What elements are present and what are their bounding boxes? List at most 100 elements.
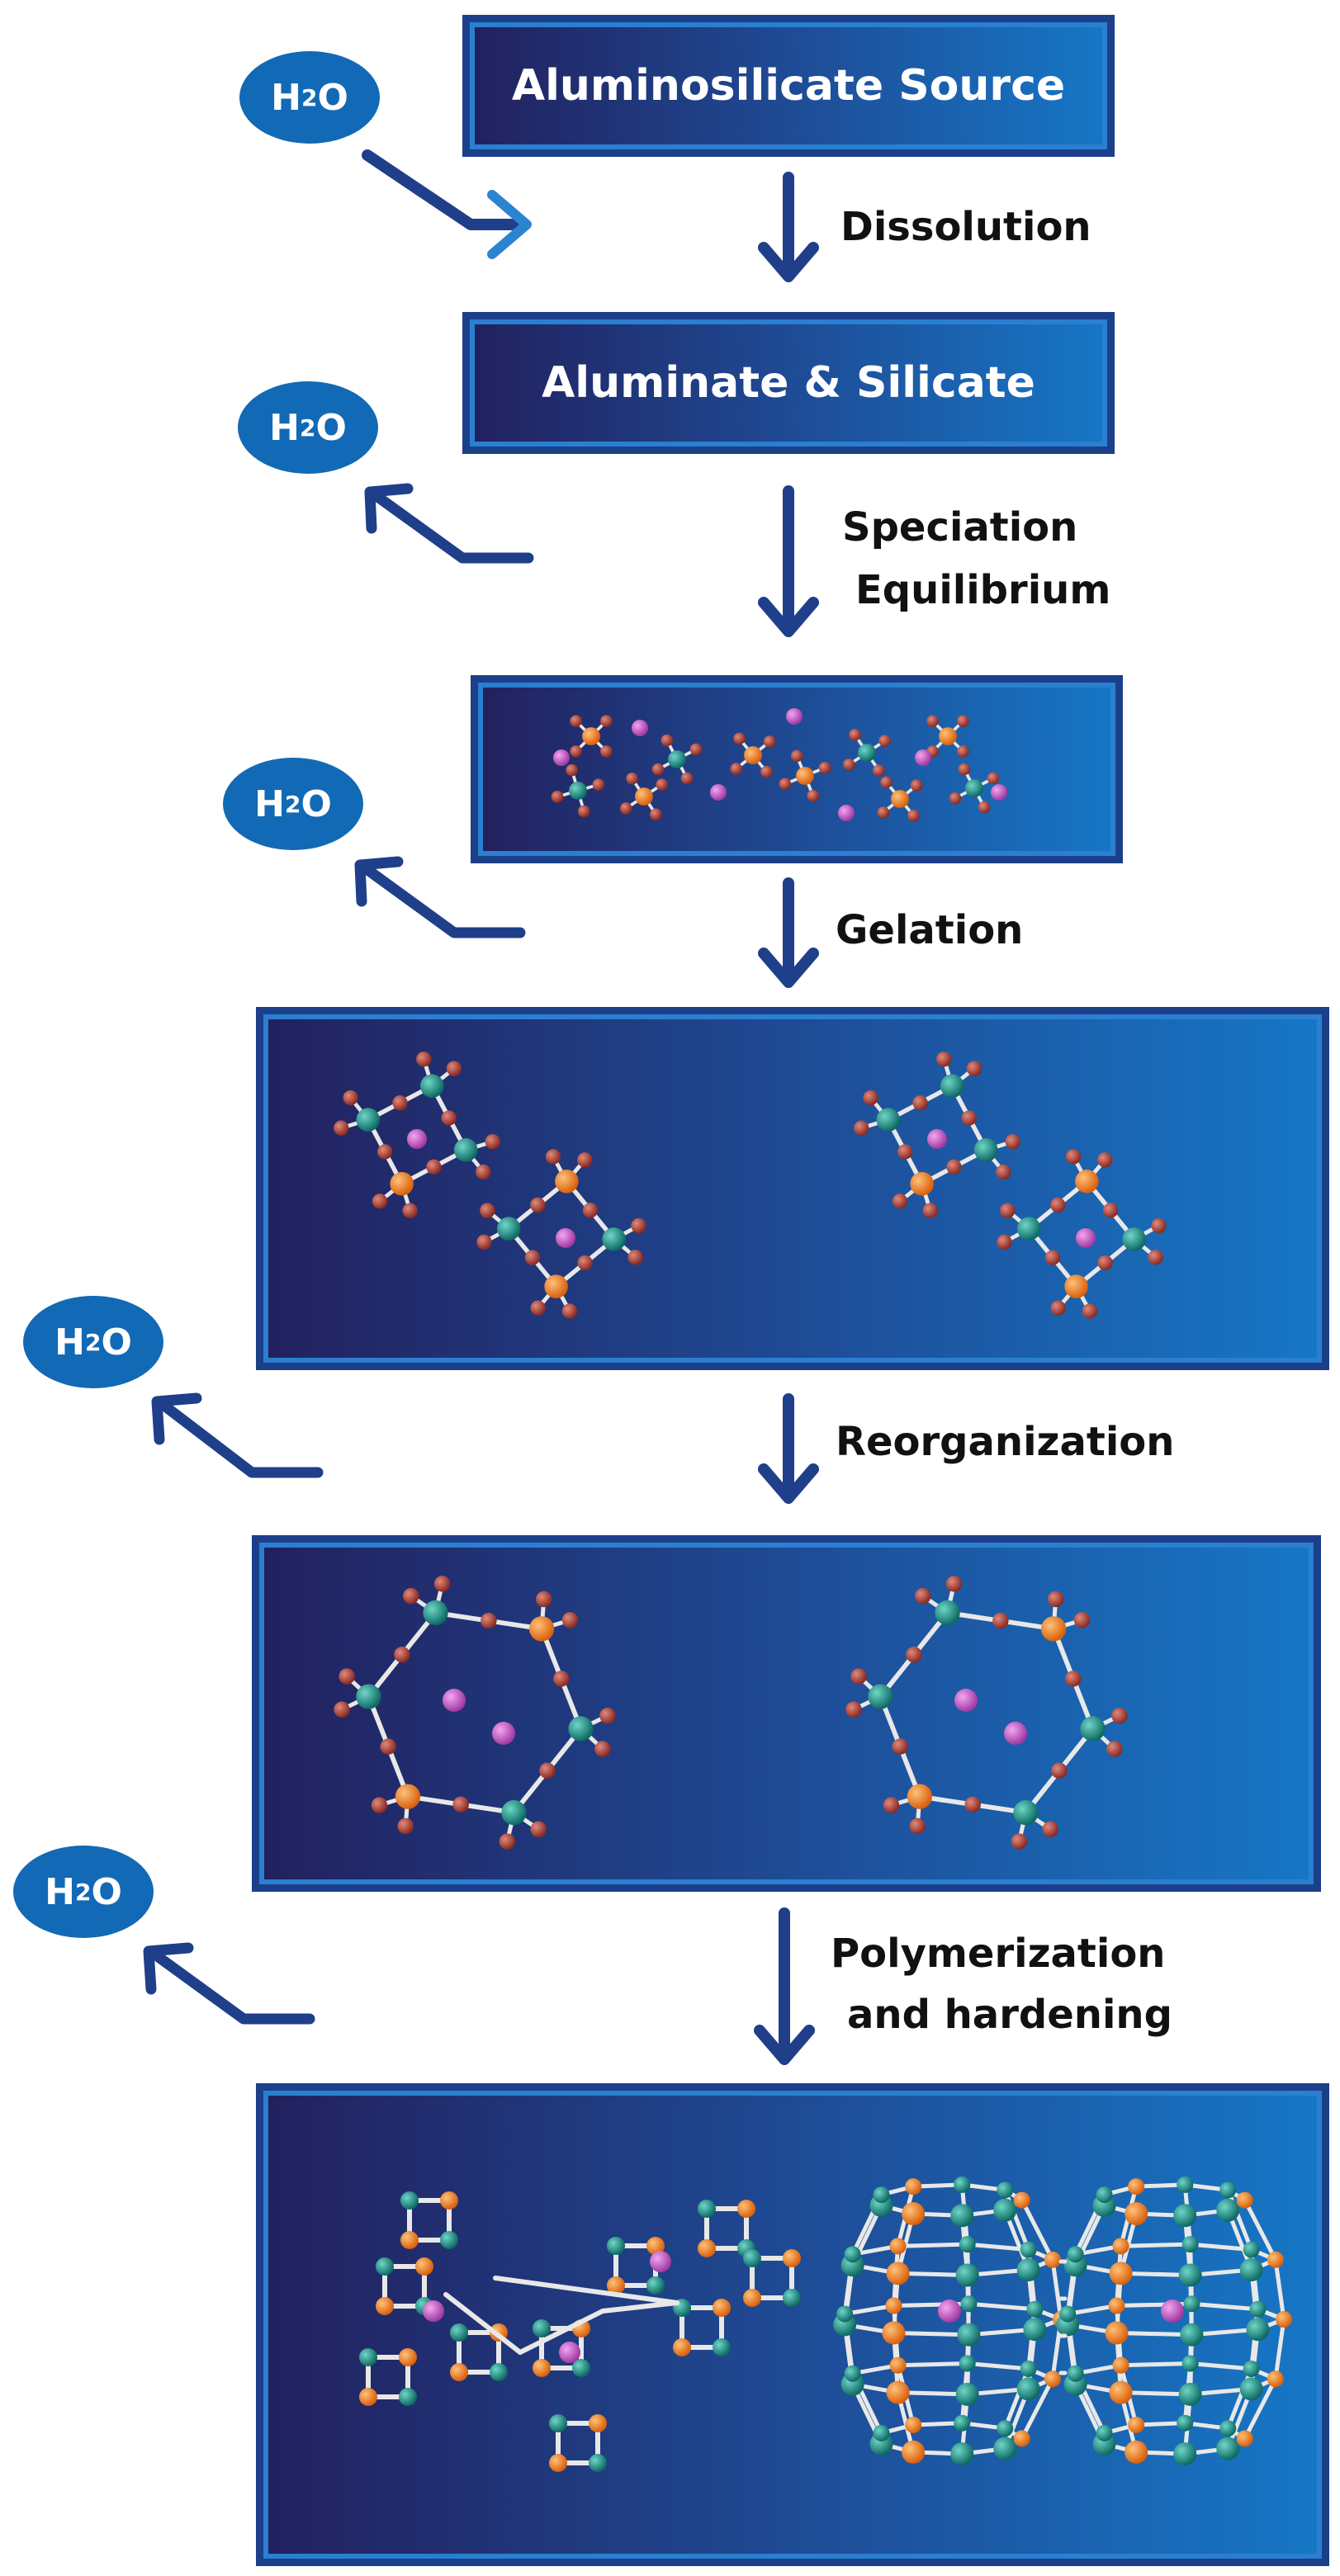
oxygen-atom <box>1148 1250 1163 1265</box>
oxygen-atom <box>892 1738 908 1755</box>
bond <box>896 2390 970 2397</box>
silicon-atom <box>572 2359 590 2377</box>
aluminum-atom <box>1112 2356 1129 2374</box>
cation <box>838 805 855 821</box>
silicon-atom <box>876 1108 901 1132</box>
oxygen-atom <box>883 1797 900 1813</box>
dissolution-label: Dissolution <box>840 204 1091 250</box>
bond <box>1115 2330 1194 2337</box>
oxygen-atom <box>957 745 969 758</box>
silicon-atom <box>1219 2420 1237 2437</box>
silicon-atom <box>955 2263 979 2287</box>
silicon-atom <box>1067 2365 1084 2382</box>
oxygen-atom <box>1065 1671 1082 1687</box>
oxygen-atom <box>656 778 668 791</box>
aluminum-atom <box>1267 2251 1284 2268</box>
oxygen-atom <box>730 763 743 775</box>
oxygen-atom <box>1106 1741 1123 1757</box>
oxygen-atom <box>897 1144 913 1160</box>
aluminum-atom <box>886 2380 910 2404</box>
bond <box>965 2361 1031 2371</box>
silicon-atom <box>1016 2258 1040 2282</box>
bond <box>1020 2376 1055 2441</box>
silicon-atom <box>1020 2360 1037 2377</box>
silicon-atom <box>1122 1227 1146 1251</box>
aluminum-atom <box>400 2231 419 2249</box>
oxygen-atom <box>1011 1833 1028 1850</box>
silicon-atom <box>783 2289 801 2307</box>
oxygen-atom <box>1050 1300 1066 1316</box>
silicon-atom <box>1216 2198 1240 2222</box>
silicon-atom <box>497 1217 521 1241</box>
silicon-atom <box>607 2237 625 2255</box>
bond <box>493 2276 679 2305</box>
bond <box>966 2301 1037 2312</box>
cation <box>650 2251 671 2272</box>
bond <box>1020 2198 1055 2262</box>
aluminum-atom <box>440 2191 458 2210</box>
bond <box>1243 2376 1278 2441</box>
oxygen-atom <box>957 715 969 727</box>
aluminum-atom <box>891 790 909 808</box>
silicon-atom <box>1016 2377 1040 2401</box>
aluminum-atom <box>555 1170 579 1193</box>
aluminum-atom <box>743 2289 761 2307</box>
oxygen-atom <box>1044 1250 1061 1265</box>
silicon-atom <box>950 2442 974 2466</box>
bond <box>600 2300 679 2314</box>
bond <box>892 2330 971 2337</box>
oxygen-atom <box>650 808 662 820</box>
oxygen-atom <box>850 1668 867 1685</box>
silicon-atom <box>1216 2437 1240 2460</box>
oxygen-atom <box>907 809 920 822</box>
oxygen-atom <box>561 1303 578 1319</box>
oxygen-atom <box>499 1833 516 1850</box>
silicon-atom <box>959 2355 976 2372</box>
oxygen-atom <box>371 1797 388 1813</box>
aluminum-atom <box>1044 2251 1061 2268</box>
oxygen-atom <box>380 1738 396 1755</box>
oxygen-atom <box>1065 1149 1082 1165</box>
reorganization-box <box>252 1535 1321 1892</box>
silicon-atom <box>997 2420 1014 2437</box>
oxygen-atom <box>996 1164 1011 1180</box>
down-arrow-icon <box>758 877 819 988</box>
cation <box>1076 1228 1096 1248</box>
bond <box>1189 2301 1260 2312</box>
oxygen-atom <box>339 1668 355 1685</box>
aluminum-atom <box>673 2338 691 2356</box>
bond <box>1065 2304 1119 2317</box>
oxygen-atom <box>1050 1197 1066 1213</box>
aluminum-atom <box>886 2262 910 2285</box>
oxygen-atom <box>997 1234 1012 1250</box>
aluminum-atom <box>1125 2202 1148 2226</box>
silicon-atom <box>549 2414 567 2432</box>
oxygen-atom <box>1097 1152 1113 1168</box>
cation <box>710 784 727 801</box>
silicon-atom <box>1178 2263 1202 2287</box>
aluminum-atom <box>549 2454 567 2472</box>
polymerization-box <box>256 2083 1329 2566</box>
oxygen-atom <box>577 1152 593 1168</box>
aluminum-atom <box>1013 2430 1030 2447</box>
cation <box>492 1722 515 1745</box>
silicon-atom <box>602 1227 626 1251</box>
cation <box>786 708 803 725</box>
silicon-atom <box>1173 2442 1197 2466</box>
oxygen-atom <box>978 801 991 814</box>
aluminum-atom <box>1075 1170 1099 1193</box>
silicon-atom <box>959 2236 976 2253</box>
oxygen-atom <box>536 1591 552 1608</box>
silicon-atom <box>423 1600 448 1626</box>
down-arrow-icon <box>758 1393 819 1504</box>
aluminum-atom <box>902 2202 926 2226</box>
silicon-atom <box>1177 2176 1194 2193</box>
aluminum-atom <box>889 2238 907 2255</box>
silicon-atom <box>844 2246 861 2263</box>
cation <box>938 2299 961 2323</box>
silicon-atom <box>501 1799 527 1826</box>
oxygen-atom <box>570 715 582 727</box>
aluminum-atom <box>796 767 814 785</box>
